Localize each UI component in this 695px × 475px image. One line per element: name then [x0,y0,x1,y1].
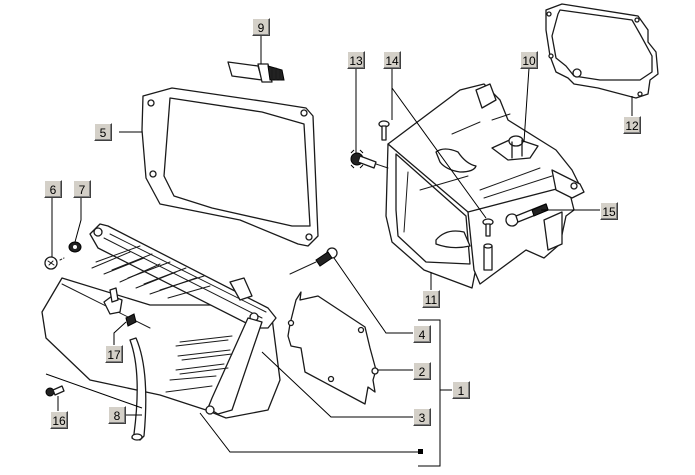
callout-7[interactable]: 7 [73,180,91,198]
callout-4[interactable]: 4 [413,325,431,343]
callout-8[interactable]: 8 [108,406,126,424]
spark-plug-part[interactable] [227,61,285,83]
cap-part[interactable] [44,256,65,270]
callout-10[interactable]: 10 [520,51,538,69]
grommet-part[interactable] [68,241,82,253]
callout-13[interactable]: 13 [347,51,365,69]
spring-part[interactable] [125,313,137,327]
callout-12[interactable]: 12 [623,116,641,134]
callout-6[interactable]: 6 [44,180,62,198]
leader-lines [45,36,633,467]
gasket-small-part[interactable] [545,3,659,99]
screw-16-part[interactable] [45,385,65,397]
callout-11[interactable]: 11 [422,290,440,308]
screw-14-lower-part[interactable] [482,218,494,271]
callout-5[interactable]: 5 [94,123,112,141]
callout-3[interactable]: 3 [413,408,431,426]
screw-4-part[interactable] [289,247,338,275]
callout-14[interactable]: 14 [383,51,401,69]
callout-1[interactable]: 1 [452,381,470,399]
breather-plate-gasket-part[interactable] [287,291,379,405]
shroud-housing-part[interactable] [385,83,585,289]
callout-17[interactable]: 17 [105,345,123,363]
gasket-large-part[interactable] [141,87,319,247]
callout-16[interactable]: 16 [50,411,68,429]
valve-cover-part[interactable] [41,223,281,419]
grommet-bolt-part[interactable] [350,149,389,169]
callout-15[interactable]: 15 [600,202,618,220]
callout-9[interactable]: 9 [252,18,270,36]
screw-14-part[interactable] [378,120,390,141]
callout-2[interactable]: 2 [413,362,431,380]
